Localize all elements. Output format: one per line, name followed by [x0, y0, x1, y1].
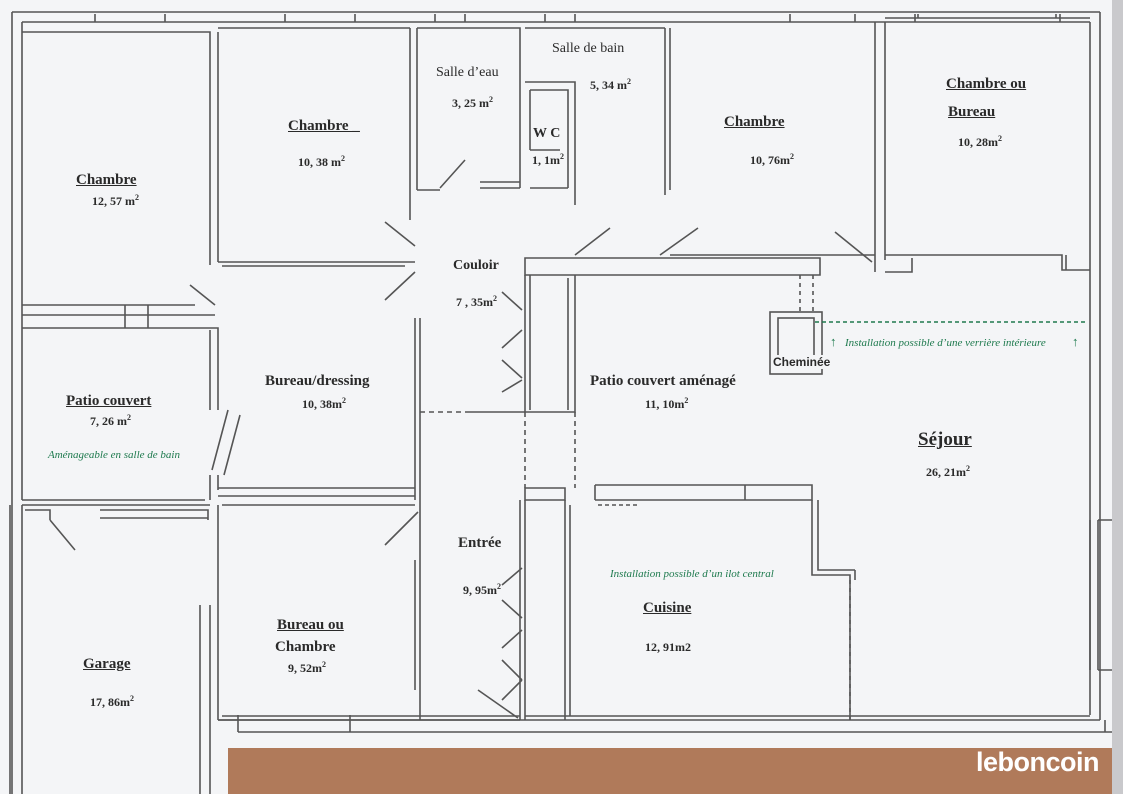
salle-bain-label: Salle de bain: [552, 41, 625, 56]
chambre-2-area: 10, 38 m2: [298, 154, 345, 170]
bureau-dressing-area: 10, 38m2: [302, 396, 346, 412]
bureau-chambre-area-value: 9, 52m: [288, 661, 322, 675]
patio-couvert-area-sup: 2: [127, 413, 131, 422]
outer-wall-inner: [21, 21, 1091, 717]
chambre-bureau-area-value: 10, 28m: [958, 135, 998, 149]
cheminee-label: Cheminée: [773, 355, 831, 369]
chambre-1-area-sup: 2: [135, 193, 139, 202]
wc-label: W C: [533, 126, 561, 141]
chambre-bureau-label-2: Bureau: [948, 104, 996, 120]
chambre-bureau-area: 10, 28m2: [958, 134, 1002, 150]
salle-bain-area-value: 5, 34 m: [590, 78, 627, 92]
garage-label: Garage: [83, 656, 131, 672]
salle-eau-area-value: 3, 25 m: [452, 96, 489, 110]
chambre-3-area-value: 10, 76m: [750, 153, 790, 167]
patio-amenage-area-sup: 2: [684, 396, 689, 405]
sejour-area-sup: 2: [966, 464, 970, 473]
couloir-area: 7 , 35m2: [456, 294, 497, 310]
salle-bain-area-sup: 2: [627, 77, 631, 86]
ilot-note: Installation possible d’un ilot central: [610, 568, 774, 580]
walls: [9, 11, 1112, 794]
cuisine-area: 12, 91m2: [645, 640, 691, 654]
salle-eau-area: 3, 25 m2: [452, 95, 493, 111]
wc-area-value: 1, 1m: [532, 153, 560, 167]
verriere-note: Installation possible d’une verrière int…: [845, 337, 1046, 349]
garage-area: 17, 86m2: [90, 694, 134, 710]
couloir-area-sup: 2: [493, 294, 497, 303]
bureau-dressing-label: Bureau/dressing: [265, 373, 370, 389]
couloir-label: Couloir: [453, 258, 499, 273]
salle-bain-area: 5, 34 m2: [590, 77, 631, 93]
chambre-bureau-area-sup: 2: [998, 134, 1002, 143]
bureau-dressing-area-value: 10, 38m: [302, 397, 342, 411]
chambre-2-label: Chambre _: [288, 118, 360, 134]
sejour-label: Séjour: [918, 429, 972, 450]
entree-area-sup: 2: [497, 582, 501, 591]
garage-area-value: 17, 86m: [90, 695, 130, 709]
couloir-area-value: 7 , 35m: [456, 295, 493, 309]
patio-amenage-area: 11, 10m2: [645, 396, 688, 412]
leboncoin-watermark: leboncoin: [976, 747, 1100, 777]
entree-area-value: 9, 95m: [463, 583, 497, 597]
bureau-chambre-area: 9, 52m2: [288, 660, 326, 676]
bureau-chambre-label-1: Bureau ou: [277, 617, 344, 633]
cuisine-label: Cuisine: [643, 600, 692, 616]
verriere-arrow-left: ↑: [830, 334, 837, 349]
bureau-dressing-area-sup: 2: [342, 396, 346, 405]
chambre-3-area: 10, 76m2: [750, 152, 794, 168]
wc-area-sup: 2: [560, 152, 564, 161]
chambre-3-area-sup: 2: [790, 152, 794, 161]
chambre-2-area-sup: 2: [341, 154, 345, 163]
patio-amenage-label: Patio couvert aménagé: [590, 373, 736, 389]
patio-couvert-area-value: 7, 26 m: [90, 414, 127, 428]
bureau-chambre-label-2: Chambre: [275, 639, 336, 655]
chambre-3-label: Chambre: [724, 114, 785, 130]
bureau-chambre-area-sup: 2: [322, 660, 326, 669]
garage-area-sup: 2: [130, 694, 134, 703]
sejour-area-value: 26, 21m: [926, 465, 966, 479]
chambre-1-area-value: 12, 57 m: [92, 194, 135, 208]
entree-area: 9, 95m2: [463, 582, 501, 598]
patio-couvert-area: 7, 26 m2: [90, 413, 131, 429]
sejour-area: 26, 21m2: [926, 464, 970, 480]
wc-area: 1, 1m2: [532, 152, 564, 168]
patio-couvert-label: Patio couvert: [66, 393, 152, 409]
salle-eau-area-sup: 2: [489, 95, 493, 104]
entree-label: Entrée: [458, 535, 502, 551]
chambre-1-area: 12, 57 m2: [92, 193, 139, 209]
patio-couvert-note: Aménageable en salle de bain: [48, 449, 180, 461]
salle-eau-label: Salle d’eau: [436, 65, 499, 80]
chambre-1-label: Chambre: [76, 172, 137, 188]
verriere-arrow-right: ↑: [1072, 334, 1079, 349]
chambre-bureau-label-1: Chambre ou: [946, 76, 1027, 92]
patio-amenage-area-value: 11, 10m: [645, 397, 685, 411]
chambre-2-area-value: 10, 38 m: [298, 155, 341, 169]
outer-wall: [11, 11, 1101, 794]
